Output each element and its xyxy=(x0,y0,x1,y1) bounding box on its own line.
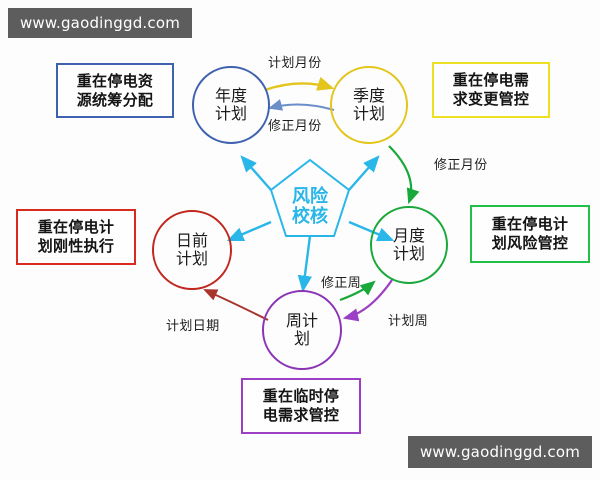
callout-temp-line2: 电需求管控 xyxy=(262,406,340,424)
callout-resource-allocation: 重在停电资 源统筹分配 xyxy=(56,63,174,118)
callout-rigid-line2: 划刚性执行 xyxy=(37,237,115,255)
callout-demand-change-control: 重在停电需 求变更管控 xyxy=(432,62,550,118)
node-day-ahead-plan-line1: 日前 xyxy=(175,231,208,251)
edge-fix-month-month xyxy=(388,145,420,205)
callout-plan-risk-control: 重在停电计 划风险管控 xyxy=(470,205,590,263)
callout-risk-line1: 重在停电计 xyxy=(491,215,569,234)
node-monthly-plan[interactable]: 月度 计划 xyxy=(370,206,448,284)
node-quarterly-plan-line1: 季度 xyxy=(352,86,385,106)
node-annual-plan-line2: 计划 xyxy=(214,104,247,123)
edge-label-plan-week: 计划周 xyxy=(388,314,429,329)
callout-risk-line2: 划风险管控 xyxy=(491,234,569,252)
node-day-ahead-plan-line2: 计划 xyxy=(175,249,208,268)
watermark-top: www.gaodinggd.com xyxy=(8,8,192,38)
center-line2: 校核 xyxy=(292,206,328,227)
callout-temporary-demand-control: 重在临时停 电需求管控 xyxy=(241,378,361,434)
callout-rigid-execution: 重在停电计 划刚性执行 xyxy=(16,209,136,265)
arrow-center-to-week xyxy=(297,235,312,293)
callout-demand-line1: 重在停电需 xyxy=(452,71,530,90)
edge-label-fix-week: 修正周 xyxy=(321,276,362,291)
arrow-center-to-daily xyxy=(226,220,272,242)
node-monthly-plan-line1: 月度 xyxy=(392,226,425,246)
callout-demand-line2: 求变更管控 xyxy=(452,90,530,108)
edge-plan-week xyxy=(342,279,393,322)
node-day-ahead-plan[interactable]: 日前 计划 xyxy=(152,210,232,290)
node-weekly-plan-line2: 划 xyxy=(293,329,310,348)
callout-temp-line1: 重在临时停 xyxy=(262,387,340,406)
node-quarterly-plan-line2: 计划 xyxy=(352,104,385,123)
arrow-center-to-quarter xyxy=(348,155,380,191)
edge-fix-week xyxy=(339,280,376,302)
node-weekly-plan-line1: 周计 xyxy=(285,311,318,331)
node-annual-plan-line1: 年度 xyxy=(214,86,247,106)
center-risk-verification-label: 风险 校核 xyxy=(272,174,348,240)
callout-resource-line2: 源统筹分配 xyxy=(76,90,154,109)
edge-label-fix-month-month: 修正月份 xyxy=(434,158,488,173)
watermark-bottom: www.gaodinggd.com xyxy=(408,436,592,468)
callout-resource-line1: 重在停电资 xyxy=(76,71,154,90)
node-annual-plan[interactable]: 年度 计划 xyxy=(192,66,270,144)
arrow-center-to-year xyxy=(240,155,272,191)
edge-label-fix-month-quarter: 修正月份 xyxy=(268,119,322,134)
edge-label-plan-date: 计划日期 xyxy=(166,319,220,334)
edge-plan-date xyxy=(203,289,269,321)
edge-fix-month-quarter xyxy=(268,99,335,111)
center-line1: 风险 xyxy=(292,185,328,207)
node-quarterly-plan[interactable]: 季度 计划 xyxy=(330,66,408,144)
node-weekly-plan[interactable]: 周计 划 xyxy=(262,290,342,370)
callout-rigid-line1: 重在停电计 xyxy=(37,218,115,237)
edge-label-plan-month: 计划月份 xyxy=(268,56,322,71)
edge-plan-month xyxy=(264,76,335,92)
node-monthly-plan-line2: 计划 xyxy=(392,244,425,263)
